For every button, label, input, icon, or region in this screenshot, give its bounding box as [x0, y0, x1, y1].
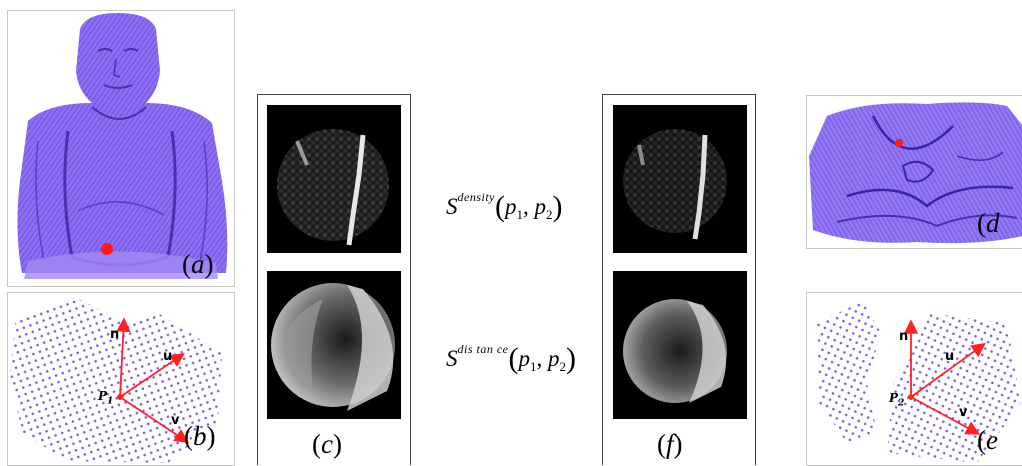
- distance-map-p2: [613, 271, 747, 419]
- v-axis-label-b: v: [171, 413, 180, 428]
- normal-axis-label-b: n: [110, 327, 120, 342]
- density-similarity-formula: Sdensity(p1, p2): [446, 190, 563, 223]
- caption-d: (d: [977, 208, 1000, 238]
- u-axis-label-e: u: [945, 349, 955, 364]
- statue-point-cloud-image: [17, 13, 228, 279]
- region-point-cloud-image: [809, 102, 1022, 244]
- panel-c-feature-maps-p1: (c): [257, 94, 411, 465]
- density-map-p2: [613, 105, 747, 253]
- caption-c: (c): [312, 429, 342, 459]
- panel-b-local-frame-p1: n u v P1 (b): [7, 292, 235, 466]
- panel-a-statue-point-cloud: (a): [7, 10, 235, 287]
- local-patch-p1-image: [10, 299, 222, 463]
- point-label-p2: P2: [889, 391, 905, 409]
- local-patch-p2-image: [817, 301, 1021, 463]
- keypoint-p1-marker: [101, 243, 113, 255]
- distance-similarity-formula: Sdis tan ce(p1, p2): [446, 342, 576, 375]
- v-axis-label-e: v: [959, 405, 968, 420]
- point-label-p1: P1: [98, 389, 114, 407]
- caption-f: (f): [657, 429, 683, 459]
- panel-d-region-point-cloud: (d: [806, 95, 1022, 249]
- normal-axis-label-e: n: [899, 329, 909, 344]
- u-axis-label-b: u: [163, 349, 173, 364]
- panel-f-feature-maps-p2: (f): [602, 94, 756, 465]
- distance-map-p1: [267, 271, 401, 419]
- density-map-p1: [267, 105, 401, 253]
- caption-a: (a): [182, 249, 214, 279]
- panel-e-local-frame-p2: n u v P2 (e: [806, 292, 1022, 466]
- caption-e: (e: [977, 425, 998, 455]
- caption-b: (b): [184, 421, 216, 451]
- keypoint-p2-marker: [895, 139, 903, 147]
